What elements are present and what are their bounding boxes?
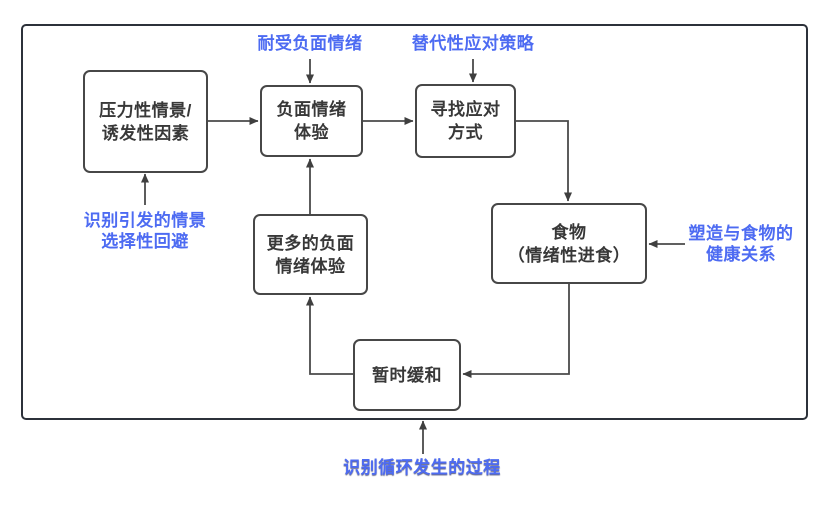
node-relief-line1: 暂时缓和 (372, 365, 442, 385)
annotation-trigger-line2: 选择性回避 (101, 232, 189, 251)
node-negative-line2: 体验 (294, 123, 329, 142)
annotation-cycle-text: 识别循环发生的过程 (343, 458, 501, 477)
node-food-emotional-eating: 食物 （情绪性进食） (491, 203, 647, 284)
node-stress-trigger: 压力性情景/ 诱发性因素 (83, 70, 208, 173)
node-stress-line1: 压力性情景/ (99, 100, 192, 120)
annotation-tolerate-negative-emotion: 耐受负面情绪 (230, 33, 390, 54)
annotation-tolerate-text: 耐受负面情绪 (257, 34, 363, 53)
annotation-alternative-coping: 替代性应对策略 (393, 33, 553, 54)
annotation-alternative-text: 替代性应对策略 (411, 34, 535, 53)
node-negative-emotion: 负面情绪 体验 (260, 85, 363, 157)
annotation-healthy-food-relation: 塑造与食物的 健康关系 (661, 223, 821, 265)
node-more-line1: 更多的负面 (266, 233, 355, 253)
node-temporary-relief: 暂时缓和 (353, 339, 461, 411)
annotation-healthy-line2: 健康关系 (706, 245, 776, 264)
node-food-line1: 食物 (551, 222, 587, 242)
node-more-line2: 情绪体验 (275, 256, 346, 276)
node-find-coping: 寻找应对 方式 (415, 84, 516, 158)
node-food-line2: （情绪性进食） (507, 245, 631, 265)
annotation-healthy-line1: 塑造与食物的 (688, 224, 794, 243)
annotation-identify-cycle: 识别循环发生的过程 (322, 457, 522, 478)
node-coping-line1: 寻找应对 (430, 100, 501, 119)
node-stress-line2: 诱发性因素 (101, 123, 190, 143)
annotation-identify-trigger: 识别引发的情景 选择性回避 (55, 210, 235, 252)
node-negative-line1: 负面情绪 (276, 100, 347, 119)
annotation-trigger-line1: 识别引发的情景 (83, 211, 207, 230)
node-more-negative-emotion: 更多的负面 情绪体验 (253, 214, 368, 295)
node-coping-line2: 方式 (448, 123, 483, 142)
